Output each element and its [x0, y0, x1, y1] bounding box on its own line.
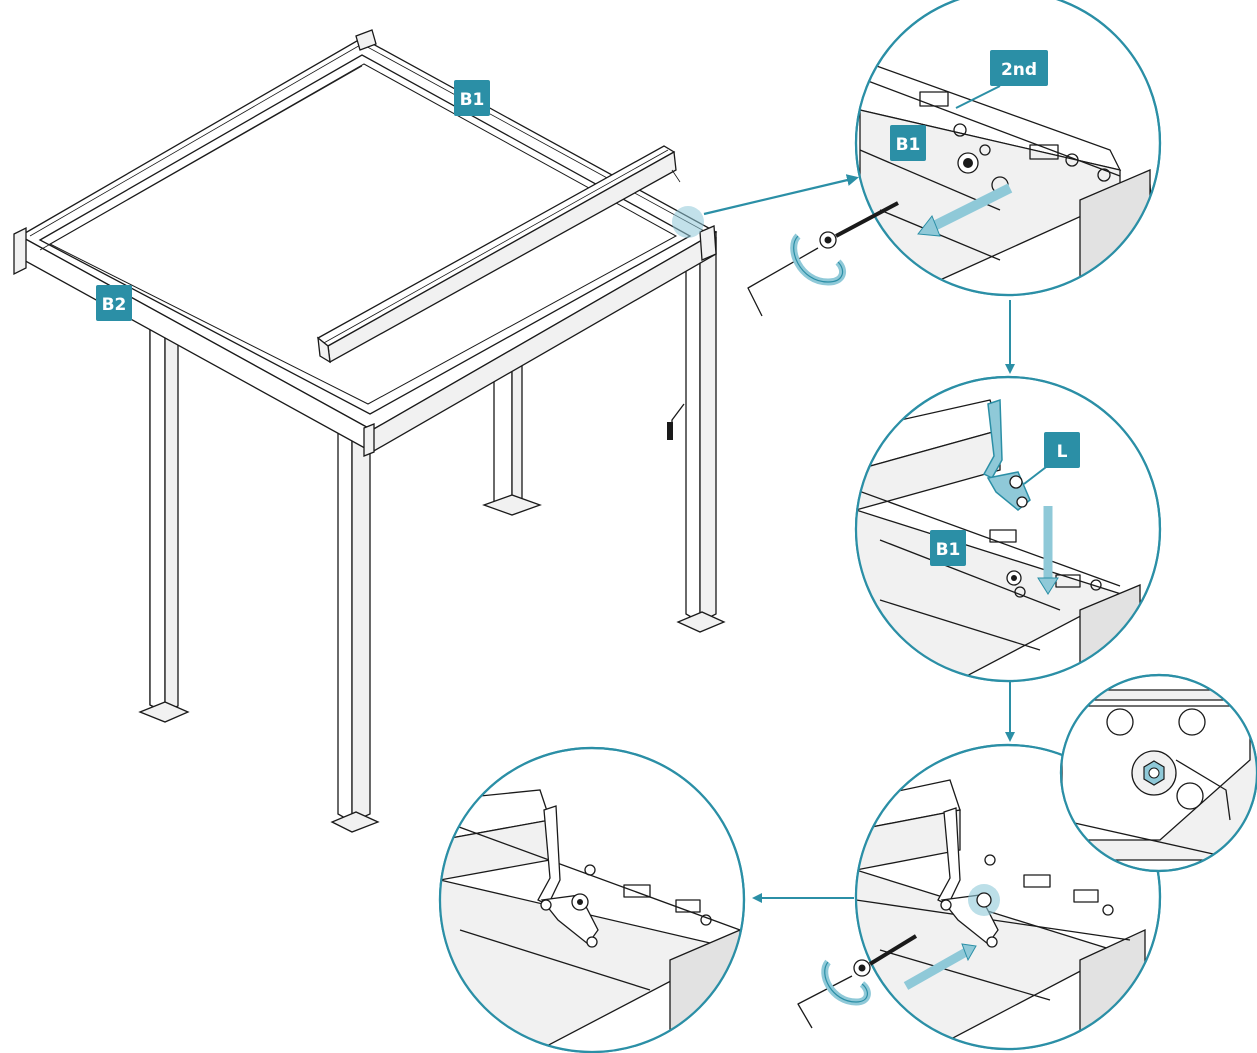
svg-text:B1: B1 [896, 135, 921, 155]
detail-circle-4 [438, 746, 746, 1053]
bolt-icon [853, 934, 918, 977]
zoom-circle [1059, 673, 1257, 873]
bolt-icon [819, 201, 899, 249]
label-b2-main: B2 [96, 285, 132, 321]
svg-text:B2: B2 [102, 295, 127, 315]
allen-key-icon [747, 247, 819, 317]
label-2nd: 2nd [990, 50, 1048, 86]
label-b1-detail-2: B1 [930, 530, 966, 566]
svg-text:B1: B1 [936, 540, 961, 560]
label-b1-main: B1 [454, 80, 490, 116]
label-b1-detail-1: B1 [890, 125, 926, 161]
arrow-icon [703, 174, 859, 216]
pergola-frame [13, 29, 726, 833]
detail-circle-2 [854, 375, 1162, 683]
svg-text:2nd: 2nd [1001, 60, 1037, 80]
label-l: L [1044, 432, 1080, 468]
svg-text:L: L [1057, 442, 1068, 462]
rotate-arrow-icon [790, 233, 847, 286]
svg-text:B1: B1 [460, 90, 485, 110]
rotate-arrow-icon [821, 959, 871, 1006]
allen-key-icon [797, 975, 853, 1029]
